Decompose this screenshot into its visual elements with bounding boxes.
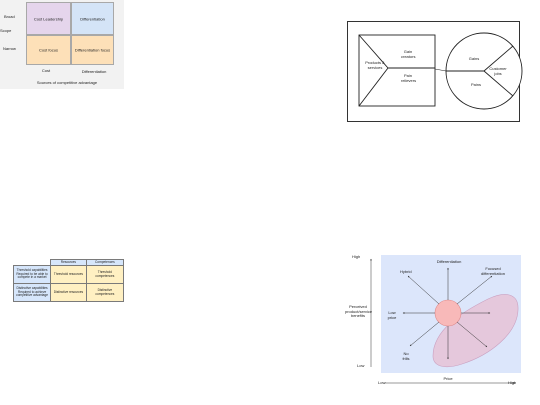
fit-connector <box>434 68 447 72</box>
row-label-broad: Broad <box>4 14 15 19</box>
x-axis-low: Low <box>378 380 386 385</box>
arrow-no-frills <box>409 321 440 347</box>
label-low-price: Low price <box>387 310 397 320</box>
x-axis-high: High <box>508 380 517 385</box>
cell-cost-leadership: Cost Leadership <box>26 2 71 35</box>
label-products-services: Products & services <box>365 60 385 70</box>
y-axis-low: Low <box>357 363 365 368</box>
product-map-divider-bottom <box>358 67 389 107</box>
cell-distinctive-resources: Distinctive resources <box>50 283 87 302</box>
label-pain-relievers: Pain relievers <box>401 73 417 83</box>
row-label-narrow: Narrow <box>3 46 16 51</box>
table-row: Distinctive capabilities Required to ach… <box>12 283 125 302</box>
y-axis-high: High <box>352 254 361 259</box>
product-map-divider-top <box>358 34 389 69</box>
row-label-threshold: Threshold capabilities Required to be ab… <box>12 265 52 284</box>
matrix-footer: Sources of competitive advantage <box>36 80 98 85</box>
label-hybrid: Hybrid <box>400 269 412 274</box>
label-differentiation: Differentiation <box>436 259 462 264</box>
label-no-frills: No frills <box>402 351 410 361</box>
customer-profile-divider-bottom <box>483 70 514 97</box>
scope-label: Scope <box>0 28 12 33</box>
arrow-hybrid <box>407 275 440 305</box>
label-pains: Pains <box>470 82 482 87</box>
label-gains: Gains <box>468 56 480 61</box>
column-label-cost: Cost <box>41 68 51 73</box>
cell-distinctive-competences: Distinctive competences <box>85 283 125 302</box>
row-label-distinctive: Distinctive capabilities Required to ach… <box>12 283 52 302</box>
resources-competences-table: Resources Competences Threshold capabili… <box>12 259 125 302</box>
label-focused-differentiation: Focused differentiation <box>481 266 505 276</box>
customer-profile-divider-top <box>483 45 514 72</box>
cell-differentiation-focus: Differentiation focus <box>71 35 114 65</box>
cell-differentiation: Differentiation <box>71 2 114 35</box>
strategy-matrix-panel: Broad Scope Narrow Cost Leadership Diffe… <box>0 0 124 89</box>
y-axis-title: Perceived product/service benefits <box>345 304 373 319</box>
table-row: Threshold capabilities Required to be ab… <box>12 265 125 284</box>
x-axis-title: Price <box>443 376 453 381</box>
cell-cost-focus: Cost focus <box>26 35 71 65</box>
label-customer-jobs: Customer jobs <box>489 66 507 76</box>
label-gain-creators: Gain creators <box>401 49 416 59</box>
column-label-differentiation: Differentiation <box>81 69 107 74</box>
arrow-lower-right <box>456 321 488 348</box>
arrow-focused-differentiation <box>456 275 493 305</box>
product-map-square <box>358 34 436 107</box>
cell-threshold-resources: Threshold resources <box>50 265 87 284</box>
